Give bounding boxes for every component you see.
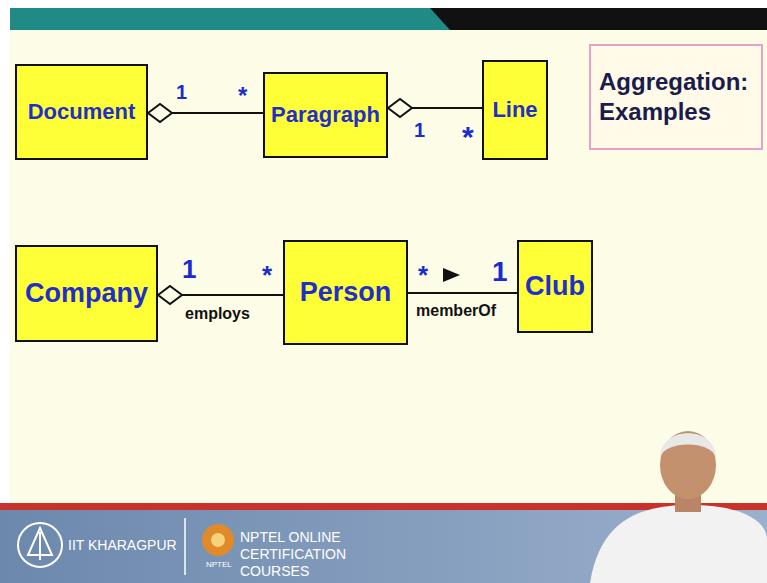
title-box: Aggregation: Examples <box>589 44 763 150</box>
multiplicity: * <box>262 262 272 288</box>
footer-text: NPTEL ONLINE CERTIFICATION COURSES <box>240 529 410 579</box>
class-name: Person <box>300 277 392 308</box>
footer-text: NPTEL <box>206 561 232 569</box>
class-box: Line <box>482 60 548 160</box>
multiplicity: 1 <box>414 120 425 140</box>
association-line <box>158 286 283 304</box>
class-box: Club <box>517 240 593 333</box>
association-line <box>408 293 517 294</box>
multiplicity: 1 <box>492 258 508 286</box>
association-name: memberOf <box>414 302 498 320</box>
multiplicity: * <box>462 122 474 152</box>
class-name: Paragraph <box>271 102 380 128</box>
slide-title: Aggregation: Examples <box>599 67 753 127</box>
association-line <box>388 99 482 117</box>
iit-logo <box>18 523 62 567</box>
class-box: Paragraph <box>263 72 388 158</box>
direction-triangle <box>443 268 460 282</box>
presenter <box>590 431 767 583</box>
class-name: Document <box>28 99 136 125</box>
nptel-logo <box>202 524 234 556</box>
multiplicity: * <box>238 84 247 108</box>
class-box: Person <box>283 240 408 345</box>
class-name: Company <box>25 278 148 309</box>
class-box: Document <box>15 64 148 160</box>
multiplicity: 1 <box>182 256 196 282</box>
multiplicity: * <box>418 262 428 288</box>
class-box: Company <box>15 245 158 342</box>
multiplicity: 1 <box>176 82 187 102</box>
class-name: Club <box>525 271 585 302</box>
association-name: employs <box>183 305 252 323</box>
footer-text: IIT KHARAGPUR <box>68 538 177 552</box>
class-name: Line <box>492 97 537 123</box>
